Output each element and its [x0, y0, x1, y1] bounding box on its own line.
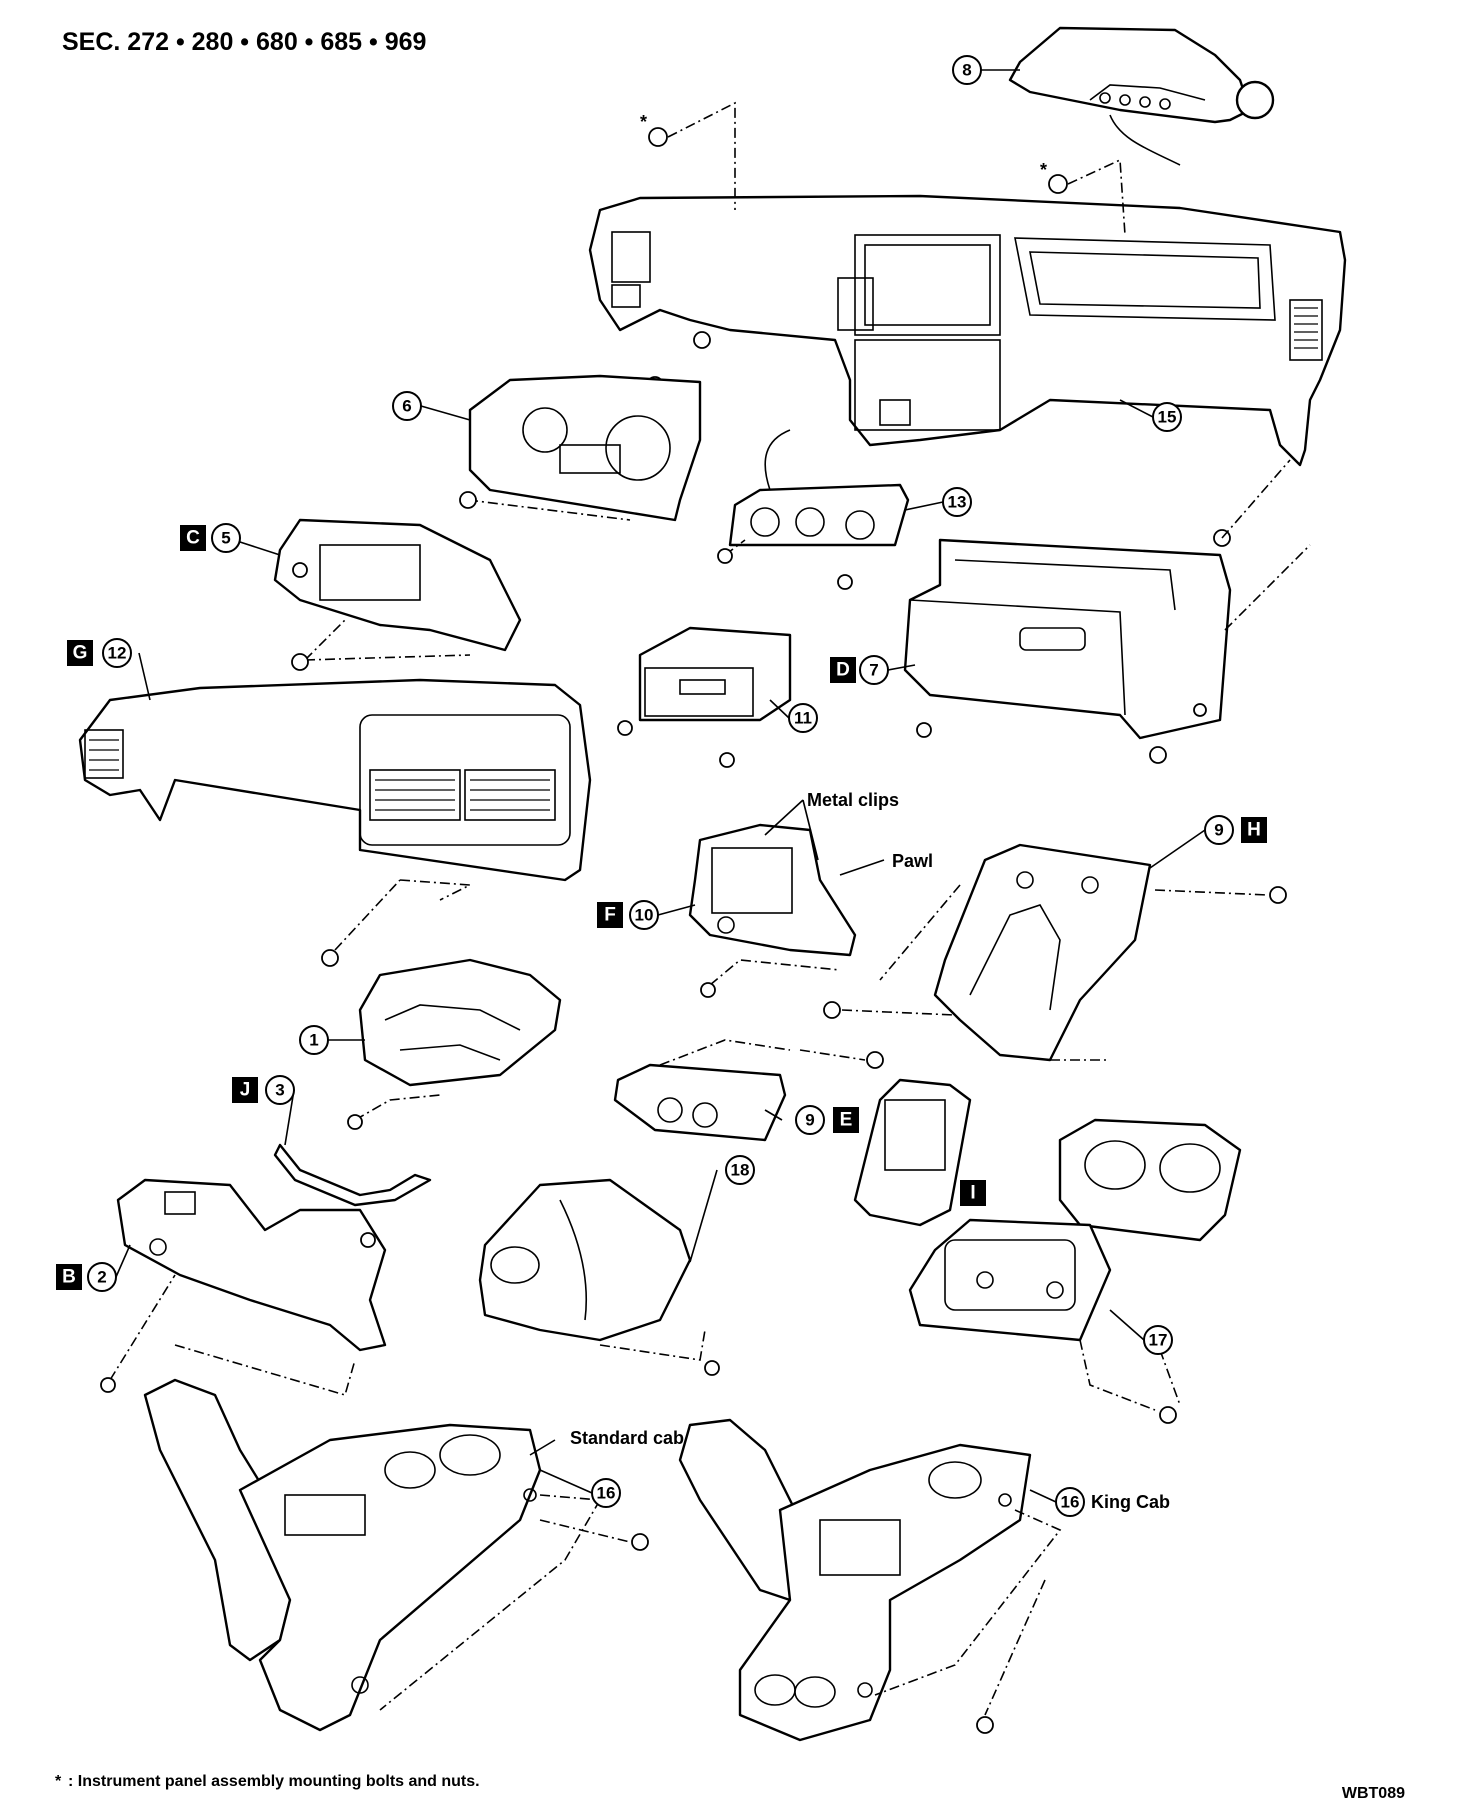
part-9-console-finisher-upper — [823, 843, 1287, 1062]
svg-text:10: 10 — [635, 906, 654, 925]
svg-text:G: G — [73, 643, 88, 664]
svg-text:F: F — [604, 905, 616, 926]
part-3-bracket — [273, 1143, 432, 1207]
svg-text:11: 11 — [794, 709, 812, 728]
letter-box-j: J — [232, 1077, 258, 1103]
part-i-shift-finisher — [853, 1078, 972, 1227]
svg-text:9: 9 — [1214, 821, 1223, 840]
part-12-panel-finisher — [78, 678, 592, 967]
callout-2: 2 — [87, 1262, 117, 1292]
label-standard-cab: Standard cab — [570, 1428, 684, 1448]
part-13-heater-control — [717, 429, 910, 590]
leader-lines — [115, 69, 1206, 1503]
letter-box-h: H — [1241, 817, 1267, 843]
svg-text:*: * — [640, 112, 647, 132]
part-6-combination-meter — [459, 374, 702, 522]
callout-13: 13 — [942, 487, 972, 517]
svg-text:*: * — [1040, 160, 1047, 180]
callout-1: 1 — [299, 1025, 329, 1055]
svg-text:5: 5 — [221, 529, 230, 548]
callout-12: 12 — [102, 638, 132, 668]
asterisk-bolt-right: * — [1040, 158, 1126, 236]
svg-text:8: 8 — [962, 61, 971, 80]
letter-box-g: G — [67, 640, 93, 666]
part-5-cluster-lid — [273, 518, 522, 671]
letter-box-d: D — [830, 657, 856, 683]
callout-18: 18 — [725, 1155, 755, 1185]
svg-text:I: I — [970, 1183, 975, 1204]
center-vent-right — [464, 769, 556, 821]
callout-10: 10 — [629, 900, 659, 930]
svg-text:C: C — [186, 528, 200, 549]
label-king-cab: King Cab — [1091, 1492, 1170, 1512]
footnote-symbol: * — [55, 1773, 62, 1790]
svg-text:J: J — [240, 1080, 251, 1101]
svg-text:16: 16 — [597, 1484, 616, 1503]
part-1-steering-column-cover — [347, 958, 562, 1130]
svg-text:15: 15 — [1158, 408, 1177, 427]
letter-box-f: F — [597, 902, 623, 928]
callout-17: 17 — [1143, 1325, 1173, 1355]
svg-text:9: 9 — [805, 1111, 814, 1130]
callout-9-h: 9 — [1204, 815, 1234, 845]
svg-text:6: 6 — [402, 397, 411, 416]
svg-text:H: H — [1247, 820, 1261, 841]
section-header: SEC. 272 • 280 • 680 • 685 • 969 — [62, 28, 426, 56]
svg-text:16: 16 — [1061, 1493, 1080, 1512]
callout-7: 7 — [859, 655, 889, 685]
asterisk-bolt-left: * — [640, 101, 736, 210]
label-pawl: Pawl — [892, 851, 933, 871]
letter-box-i: I — [960, 1180, 986, 1206]
svg-text:D: D — [836, 660, 850, 681]
part-11-audio-unit — [617, 626, 792, 768]
letter-box-e: E — [833, 1107, 859, 1133]
part-15-instrument-panel — [588, 194, 1347, 547]
svg-text:1: 1 — [309, 1031, 318, 1050]
svg-text:17: 17 — [1149, 1331, 1168, 1350]
letter-box-b: B — [56, 1264, 82, 1290]
part-16-king-cab-console — [678, 1418, 1062, 1742]
footnote: * : Instrument panel assembly mounting b… — [55, 1773, 480, 1790]
part-17-console-tray — [908, 1218, 1181, 1424]
part-8-airbag-module — [1008, 26, 1275, 166]
callout-8: 8 — [952, 55, 982, 85]
center-vent-left — [369, 769, 461, 821]
figure-code: WBT089 — [1342, 1785, 1405, 1802]
svg-text:E: E — [840, 1110, 853, 1131]
part-18-shift-boot — [478, 1178, 720, 1376]
letter-box-c: C — [180, 525, 206, 551]
svg-text:13: 13 — [948, 493, 967, 512]
svg-text:2: 2 — [97, 1268, 106, 1287]
part-16-standard-cab-console — [143, 1378, 649, 1732]
svg-text:B: B — [62, 1267, 76, 1288]
part-2-lower-cover — [100, 1178, 387, 1396]
callout-11: 11 — [788, 703, 818, 733]
part-7-glove-box — [903, 538, 1311, 764]
svg-text:12: 12 — [108, 644, 127, 663]
side-vent-left — [84, 729, 124, 779]
callout-16-standard: 16 — [591, 1478, 621, 1508]
callout-6: 6 — [392, 391, 422, 421]
footnote-text: : Instrument panel assembly mounting bol… — [68, 1773, 480, 1790]
callout-3: 3 — [265, 1075, 295, 1105]
part-10-cluster-lid — [688, 823, 857, 998]
cup-holder-insert — [1058, 1118, 1242, 1242]
label-metal-clips: Metal clips — [807, 790, 899, 810]
part-9-console-finisher-lower — [613, 1039, 884, 1142]
svg-text:7: 7 — [869, 661, 878, 680]
callout-15: 15 — [1152, 402, 1182, 432]
svg-text:18: 18 — [731, 1161, 750, 1180]
callout-16-king: 16 — [1055, 1487, 1085, 1517]
callout-5: 5 — [211, 523, 241, 553]
callout-9-e: 9 — [795, 1105, 825, 1135]
svg-text:3: 3 — [275, 1081, 284, 1100]
right-side-vent — [1289, 299, 1323, 361]
